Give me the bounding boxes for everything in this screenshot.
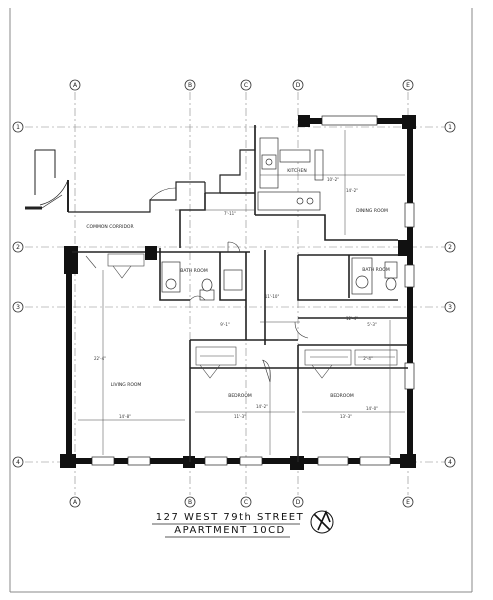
bubble-1-left <box>12 121 24 133</box>
bubble-2-right <box>444 241 456 253</box>
room-label-living: LIVING ROOM <box>111 382 142 388</box>
dim-living-height: 22'-4" <box>94 356 106 361</box>
door-swings <box>189 241 309 383</box>
room-label-kitchen: KITCHEN <box>287 168 307 174</box>
plan-title-address: 127 WEST 79th STREET <box>155 512 305 523</box>
room-label-bedroom-2: BEDROOM <box>330 393 354 399</box>
label-row-1-left: 1 <box>16 124 20 131</box>
label-row-1-right: 1 <box>448 124 452 131</box>
dim-bath-width: 12'-4" <box>346 316 358 321</box>
bathroom-1-fixtures <box>161 261 243 301</box>
bubble-4-left <box>12 456 24 468</box>
interior-walls <box>72 125 408 462</box>
label-col-e-bottom: E <box>406 499 410 506</box>
label-row-2-left: 2 <box>16 244 20 251</box>
label-row-3-left: 3 <box>16 304 20 311</box>
room-label-dining: DINING ROOM <box>356 208 388 214</box>
dim-closet-small: 2'-4" <box>363 356 373 361</box>
room-label-bath-1: BATH ROOM <box>180 268 208 274</box>
dim-bedroom2-depth: 13'-3" <box>340 414 352 419</box>
corridor-entry <box>25 149 69 212</box>
bubble-2-left <box>12 241 24 253</box>
bubble-e-bottom <box>402 496 414 508</box>
label-col-b-top: B <box>188 82 192 89</box>
window-top <box>321 115 378 126</box>
dim-bedroom2-width: 14'-0" <box>366 406 378 411</box>
room-label-bedroom-1: BEDROOM <box>228 393 252 399</box>
bubble-3-right <box>444 301 456 313</box>
dim-bedroom1-depth: 14'-2" <box>256 404 268 409</box>
label-col-c-bottom: C <box>244 499 248 506</box>
bubble-a-bottom <box>69 496 81 508</box>
label-col-a-bottom: A <box>73 499 78 506</box>
windows-bottom <box>91 456 391 466</box>
label-col-b-bottom: B <box>188 499 192 506</box>
row-bubbles-right <box>444 121 456 468</box>
bubble-b-top <box>184 79 196 91</box>
bubble-c-top <box>240 79 252 91</box>
label-row-3-right: 3 <box>448 304 452 311</box>
room-label-corridor: COMMON CORRIDOR <box>86 224 133 230</box>
dim-vestibule: 9'-1" <box>220 322 230 327</box>
label-col-d-top: D <box>296 82 301 89</box>
bubble-a-top <box>69 79 81 91</box>
column-bubbles-bottom <box>69 496 414 508</box>
bubble-d-top <box>292 79 304 91</box>
row-bubbles-left <box>12 121 24 468</box>
dim-bedroom1-width: 11'-3" <box>234 414 246 419</box>
label-row-2-right: 2 <box>448 244 452 251</box>
windows-right <box>404 202 415 390</box>
north-arrow-icon <box>310 509 334 534</box>
kitchen-fixtures <box>257 137 324 211</box>
plan-title-unit: APARTMENT 10CD <box>174 525 286 536</box>
label-col-e-top: E <box>406 82 410 89</box>
dim-kitchen-width: 10'-2" <box>327 177 339 182</box>
dim-bedroom-small: 5'-3" <box>367 322 377 327</box>
label-row-4-left: 4 <box>16 459 20 466</box>
label-col-c-top: C <box>244 82 248 89</box>
corridor-walls <box>68 125 256 213</box>
dim-closet-depth: 7'-11" <box>224 211 236 216</box>
bubble-3-left <box>12 301 24 313</box>
dim-hall-width: 11'-10" <box>265 294 280 299</box>
bubble-b-bottom <box>184 496 196 508</box>
label-col-a-top: A <box>73 82 78 89</box>
bubble-c-bottom <box>240 496 252 508</box>
label-col-d-bottom: D <box>296 499 301 506</box>
room-label-bath-2: BATH ROOM <box>362 267 390 273</box>
dimension-lines <box>78 130 405 455</box>
dim-living-width: 14'-8" <box>119 414 131 419</box>
dim-dining-width: 14'-2" <box>346 188 358 193</box>
bathroom-2-fixtures <box>351 257 398 295</box>
closet-details <box>85 253 398 379</box>
bubble-1-right <box>444 121 456 133</box>
bubble-e-top <box>402 79 414 91</box>
label-row-4-right: 4 <box>448 459 452 466</box>
bubble-d-bottom <box>292 496 304 508</box>
column-bubbles-top <box>69 79 414 91</box>
bubble-4-right <box>444 456 456 468</box>
